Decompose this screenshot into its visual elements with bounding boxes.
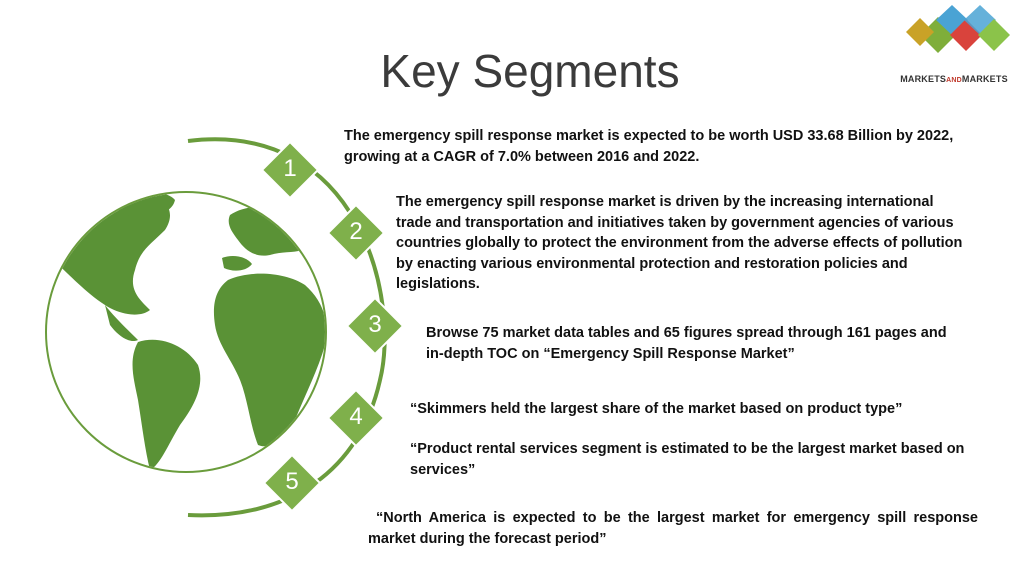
logo-diamonds-icon — [906, 5, 1010, 53]
segment-text-5: “North America is expected to be the lar… — [368, 510, 978, 547]
page-title: Key Segments — [380, 45, 680, 97]
segment-number-4: 4 — [349, 403, 363, 430]
segment-number-5: 5 — [285, 468, 299, 495]
segment-marker-2-diamond — [326, 203, 386, 263]
segment-number-2: 2 — [349, 218, 363, 245]
segment-marker-4-diamond — [326, 388, 386, 448]
segment-text-1: The emergency spill response market is e… — [344, 128, 954, 165]
segment-marker-3-diamond — [345, 296, 405, 356]
logo-wordmark: MARKETSANDMARKETS — [900, 74, 1008, 84]
segment-number-3: 3 — [368, 311, 382, 338]
segment-text-2: The emergency spill response market is d… — [396, 194, 963, 292]
markets-and-markets-logo: MARKETSANDMARKETS — [886, 4, 1022, 88]
segment-text-3: Browse 75 market data tables and 65 figu… — [426, 325, 947, 362]
globe-icon — [45, 191, 327, 473]
segment-marker-5-diamond — [262, 453, 322, 513]
segment-marker-1-diamond — [260, 140, 320, 200]
segment-number-1: 1 — [283, 155, 297, 182]
segment-text-4b: “Product rental services segment is esti… — [410, 441, 965, 478]
segment-text-4a: “Skimmers held the largest share of the … — [410, 401, 903, 417]
